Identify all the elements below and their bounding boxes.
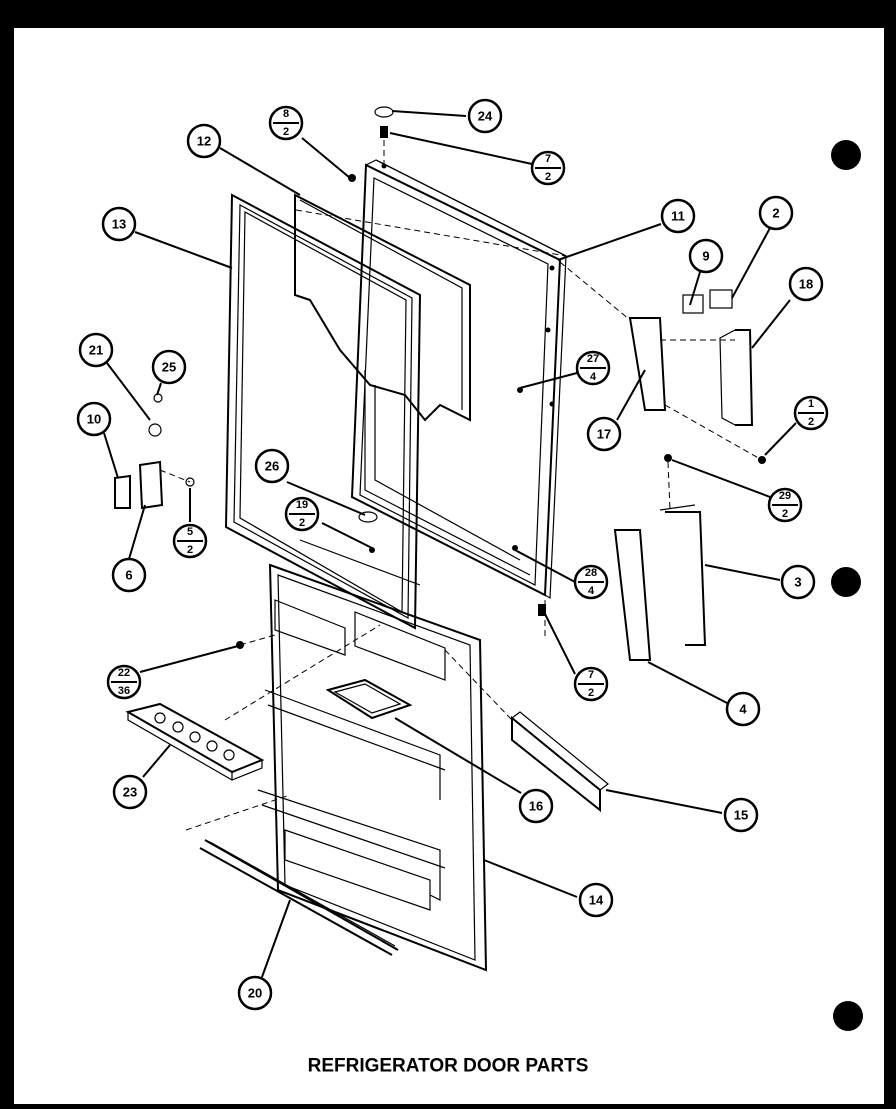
svg-text:1: 1 xyxy=(808,398,814,410)
svg-text:26: 26 xyxy=(265,459,279,474)
callout-14: 14 xyxy=(578,882,614,918)
svg-text:5: 5 xyxy=(187,526,193,538)
callout-28-over-4: 28 4 xyxy=(573,564,609,600)
callout-6: 6 xyxy=(111,557,147,593)
handle-assembly xyxy=(628,289,754,426)
svg-text:2: 2 xyxy=(299,517,305,529)
svg-text:25: 25 xyxy=(162,360,176,375)
callout-25: 25 xyxy=(151,349,187,385)
svg-text:2: 2 xyxy=(187,544,193,556)
svg-text:29: 29 xyxy=(779,490,791,502)
svg-text:6: 6 xyxy=(125,568,132,583)
callout-8-over-2: 82 xyxy=(268,105,304,141)
svg-text:2: 2 xyxy=(782,508,788,520)
svg-text:17: 17 xyxy=(597,427,611,442)
svg-text:7: 7 xyxy=(588,669,594,681)
svg-text:2: 2 xyxy=(283,126,289,138)
diagram-title: REFRIGERATOR DOOR PARTS xyxy=(308,1056,589,1077)
egg-tray xyxy=(125,702,265,782)
svg-text:21: 21 xyxy=(89,343,103,358)
svg-text:12: 12 xyxy=(197,134,211,149)
svg-text:8: 8 xyxy=(283,108,289,120)
callout-22-over-36: 22 36 xyxy=(106,664,142,700)
svg-text:20: 20 xyxy=(248,986,262,1001)
svg-text:11: 11 xyxy=(671,209,685,224)
callout-12: 12 xyxy=(186,123,222,159)
callout-7-over-2-top: 72 xyxy=(530,150,566,186)
svg-text:10: 10 xyxy=(87,412,101,427)
bottom-trim xyxy=(199,839,399,956)
svg-text:27: 27 xyxy=(587,353,599,365)
callout-3: 3 xyxy=(780,564,816,600)
svg-text:9: 9 xyxy=(702,249,709,264)
callout-19-over-2: 19 2 xyxy=(284,496,320,532)
svg-text:4: 4 xyxy=(588,585,595,597)
svg-text:2: 2 xyxy=(545,171,551,183)
svg-text:19: 19 xyxy=(296,499,308,511)
callout-26: 26 xyxy=(254,448,290,484)
callout-29-over-2: 29 2 xyxy=(767,487,803,523)
svg-text:2: 2 xyxy=(772,206,779,221)
callout-10: 10 xyxy=(76,401,112,437)
svg-text:23: 23 xyxy=(123,785,137,800)
svg-text:16: 16 xyxy=(529,799,543,814)
door-gasket xyxy=(224,193,422,630)
svg-text:24: 24 xyxy=(478,109,493,124)
callout-18: 18 xyxy=(788,266,824,302)
door-outer-panel xyxy=(350,159,568,600)
svg-text:28: 28 xyxy=(585,567,597,579)
svg-text:14: 14 xyxy=(589,893,604,908)
svg-text:22: 22 xyxy=(118,667,130,679)
callout-2: 2 xyxy=(758,195,794,231)
callout-5-over-2: 52 xyxy=(172,523,208,559)
svg-text:13: 13 xyxy=(112,217,126,232)
upper-hinge-parts xyxy=(114,393,195,510)
dispenser-bracket xyxy=(325,678,413,720)
shelf-rail xyxy=(511,711,609,813)
callout-27-over-4: 27 4 xyxy=(575,350,611,386)
svg-text:3: 3 xyxy=(794,575,801,590)
callout-21: 21 xyxy=(78,332,114,368)
svg-text:36: 36 xyxy=(118,685,130,697)
svg-text:2: 2 xyxy=(588,687,594,699)
callout-15: 15 xyxy=(723,797,759,833)
svg-text:4: 4 xyxy=(739,702,747,717)
callout-17: 17 xyxy=(586,416,622,452)
callout-13: 13 xyxy=(101,206,137,242)
callout-7-over-2-bottom: 72 xyxy=(573,666,609,702)
callout-23: 23 xyxy=(112,774,148,810)
callout-9: 9 xyxy=(688,238,724,274)
door-inner-liner xyxy=(257,539,488,972)
callout-24: 24 xyxy=(467,98,503,134)
svg-text:7: 7 xyxy=(545,153,551,165)
punch-hole-middle xyxy=(831,567,861,597)
parts-sheet xyxy=(14,28,884,1104)
callout-4: 4 xyxy=(725,691,761,727)
svg-text:15: 15 xyxy=(734,808,748,823)
callout-1-over-2: 12 xyxy=(793,395,829,431)
punch-hole-top xyxy=(831,140,861,170)
callout-20: 20 xyxy=(237,975,273,1011)
lower-hinge-brackets xyxy=(613,504,707,661)
svg-text:2: 2 xyxy=(808,416,814,428)
leader-lines xyxy=(103,110,797,978)
callout-bubbles: 12 13 82 24 72 11 2 9 18 274 17 12 21 25… xyxy=(76,98,829,1011)
svg-text:18: 18 xyxy=(799,277,813,292)
svg-text:4: 4 xyxy=(590,371,597,383)
callout-16: 16 xyxy=(518,788,554,824)
punch-hole-bottom xyxy=(833,1001,863,1031)
callout-11: 11 xyxy=(660,198,696,234)
alignment-lines xyxy=(159,140,763,831)
door-insulation-liner xyxy=(294,193,531,576)
